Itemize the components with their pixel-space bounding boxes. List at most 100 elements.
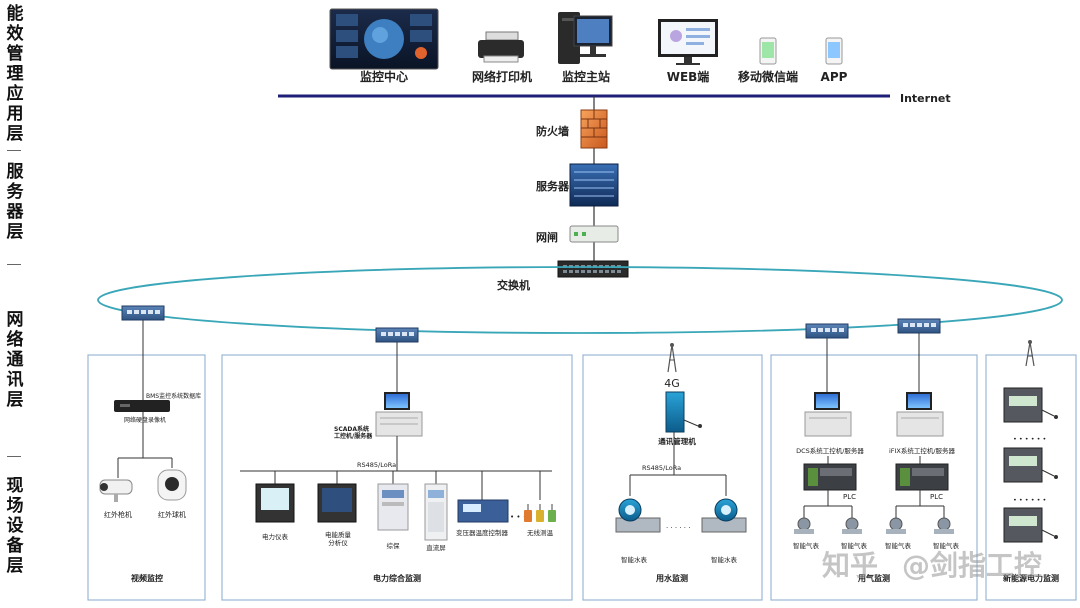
firewall-icon [580, 109, 608, 149]
dcs-pc-icon [804, 392, 852, 437]
app-label: APP [821, 70, 848, 84]
layer-divider [7, 264, 21, 265]
ring-switch-icon [897, 318, 941, 334]
scada-pc-icon [375, 392, 423, 437]
video-panel-title: 视频监控 [131, 573, 163, 583]
plc-2-label: PLC [930, 493, 943, 501]
server-label: 服务器 [536, 179, 570, 193]
gas-meter-3-label: 智能气表 [885, 541, 912, 550]
cell-tower-icon [1025, 340, 1035, 367]
wireless-sensor-icon [524, 504, 556, 522]
ring-switch-icon [121, 305, 165, 321]
scada-label-1: SCADA系统 [334, 425, 369, 433]
panel-video [87, 354, 206, 601]
comm-manager-icon [665, 391, 702, 433]
layer-label-app: 能效管理应用层 [6, 4, 24, 144]
comm-manager-label: 通讯管理机 [658, 436, 696, 446]
plc-icon [895, 463, 949, 491]
protection-label: 综保 [387, 541, 401, 550]
layer-divider [7, 150, 21, 151]
ifix-pc-icon [896, 392, 944, 437]
gas-meter-icon [794, 517, 814, 534]
ir-camera-2-label: 红外球机 [158, 510, 186, 519]
dc-panel-icon [424, 483, 448, 541]
newenergy-dots-1: • • • • • • [1013, 435, 1046, 443]
gas-meter-1-label: 智能气表 [793, 541, 820, 550]
zhihu-watermark: 知乎 [822, 549, 879, 582]
gas-meter-4-label: 智能气表 [933, 541, 960, 550]
water-meter-icon [615, 498, 661, 533]
gas-panel-title: 用气监测 [857, 573, 890, 583]
gateway-icon [569, 225, 619, 243]
water-meter-2-label: 智能水表 [711, 555, 738, 564]
author-watermark: @剑指工控 [902, 549, 1043, 582]
monitor-center-label: 监控中心 [360, 69, 408, 84]
water-bus-label: RS485/LoRa [642, 464, 681, 472]
scada-label-2: 工控机/服务器 [334, 432, 373, 440]
4g-label: 4G [664, 377, 680, 390]
water-meter-icon [701, 498, 747, 533]
gas-meter-icon [934, 517, 954, 534]
ring-switch-icon [805, 323, 849, 339]
layer-label-server: 服务器层 [6, 162, 24, 242]
monitor-center-screen [329, 8, 439, 70]
internet-label: Internet [900, 92, 951, 105]
plc-icon [803, 463, 857, 491]
dcs-label: DCS系统工控机/服务器 [796, 446, 864, 455]
nvr-icon [114, 400, 170, 412]
mobile-wechat-label: 移动微信端 [738, 69, 798, 84]
nvr-top-label: BMS监控系统数据库 [146, 392, 201, 400]
power-meter-label: 电力仪表 [262, 532, 289, 541]
panel-gas [770, 354, 978, 601]
protection-relay-icon [377, 483, 409, 531]
core-switch-icon [557, 260, 629, 278]
power-quality-label-1: 电能质量 [325, 530, 352, 539]
server-rack-icon [569, 163, 619, 207]
layer-label-network: 网络通讯层 [6, 310, 24, 410]
energy-meter-icon [1003, 387, 1058, 423]
layer-label-field: 现场设备层 [6, 476, 24, 576]
plc-1-label: PLC [843, 493, 856, 501]
gas-meter-icon [842, 517, 862, 534]
monitor-host-label: 监控主站 [562, 69, 610, 84]
dome-camera-icon [157, 469, 187, 501]
fiber-ring [97, 266, 1063, 334]
switch-label: 交换机 [497, 278, 530, 292]
ir-camera-1-label: 红外枪机 [104, 510, 132, 519]
workstation-icon [558, 12, 613, 64]
app-phone-icon [825, 37, 843, 65]
web-monitor-icon [658, 19, 718, 65]
power-dots: • • • [510, 513, 527, 521]
network-printer-label: 网络打印机 [472, 69, 532, 84]
energy-meter-icon [1003, 507, 1058, 543]
temperature-controller-label: 变压器温度控制器 [456, 528, 509, 537]
bullet-camera-icon [99, 479, 133, 502]
gas-meter-icon [886, 517, 906, 534]
nvr-bottom-label: 网络硬盘录像机 [124, 416, 166, 424]
gas-meter-2-label: 智能气表 [841, 541, 868, 550]
panel-newenergy [985, 354, 1077, 601]
power-bus-label: RS485/LoRa [357, 461, 396, 469]
firewall-label: 防火墙 [536, 124, 569, 138]
gateway-label: 网闸 [536, 230, 558, 244]
newenergy-panel-title: 新能源电力监测 [1003, 573, 1059, 583]
ifix-label: iFIX系统工控机/服务器 [889, 446, 956, 455]
power-quality-label-2: 分析仪 [328, 538, 348, 547]
layer-divider [7, 456, 21, 457]
newenergy-dots-2: • • • • • • [1013, 496, 1046, 504]
ring-switch-icon [375, 327, 419, 343]
water-dots: · · · · · · [666, 524, 690, 532]
web-label: WEB端 [667, 69, 710, 84]
power-panel-title: 电力综合监测 [373, 573, 421, 583]
energy-meter-icon [1003, 447, 1058, 483]
printer-icon [478, 31, 524, 63]
power-quality-analyzer-icon [317, 483, 357, 523]
power-meter-icon [255, 483, 295, 523]
water-panel-title: 用水监测 [655, 573, 688, 583]
panel-water [582, 354, 763, 601]
dc-panel-label: 直流屏 [426, 543, 446, 552]
cell-tower-icon [667, 343, 677, 373]
water-meter-1-label: 智能水表 [621, 555, 648, 564]
wireless-sensor-label: 无线测温 [527, 528, 554, 537]
